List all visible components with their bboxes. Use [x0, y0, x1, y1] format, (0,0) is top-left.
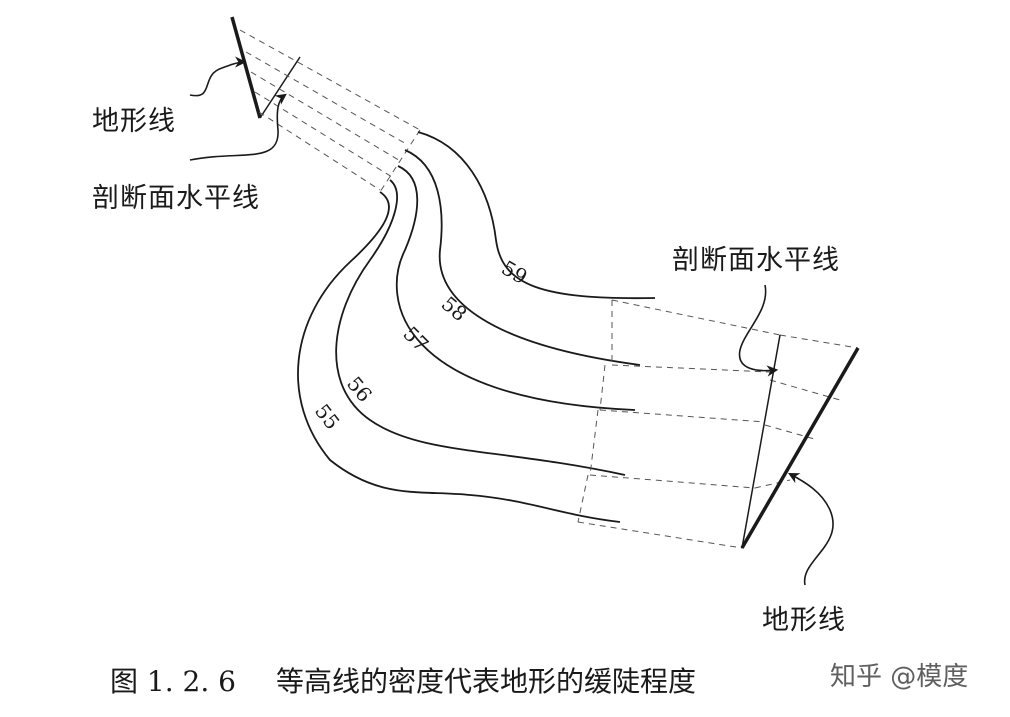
terrain-line-label-bottom: 地形线: [762, 605, 846, 636]
figure-caption-text: 等高线的密度代表地形的缓陡程度: [275, 665, 696, 698]
section-line-label-top: 剖断面水平线: [92, 183, 260, 214]
contour-lines: [297, 131, 656, 523]
contour-label-55: 55: [310, 399, 345, 434]
top-projection-lines: [239, 29, 421, 193]
contour-57: [395, 165, 636, 411]
contour-label-56: 56: [342, 372, 377, 407]
contour-59: [417, 131, 656, 300]
arrow-terrain-top: [189, 56, 247, 97]
contour-56: [335, 179, 626, 476]
contour-labels: 59 58 57 56 55: [310, 256, 531, 435]
section-horizontal-line-top: [259, 56, 301, 119]
figure-caption: 图 1. 2. 6 等高线的密度代表地形的缓陡程度: [110, 660, 696, 700]
terrain-line-label-top: 地形线: [92, 106, 176, 137]
leader-arrows: [189, 56, 834, 586]
right-projection-lines: [577, 299, 859, 549]
top-profile: [230, 16, 301, 119]
right-profile: [740, 334, 860, 549]
contour-58: [404, 149, 641, 366]
terrain-line-right: [740, 347, 860, 549]
arrow-section-top: [189, 93, 287, 161]
arrow-section-right: [738, 284, 779, 377]
contour-55: [297, 191, 621, 523]
figure-number: 图 1. 2. 6: [110, 665, 236, 698]
watermark: 知乎 @模度: [830, 662, 969, 692]
contour-label-58: 58: [437, 291, 472, 326]
terrain-line-top: [230, 16, 262, 119]
arrow-terrain-right: [788, 472, 834, 586]
section-line-label-right: 剖断面水平线: [672, 245, 840, 276]
